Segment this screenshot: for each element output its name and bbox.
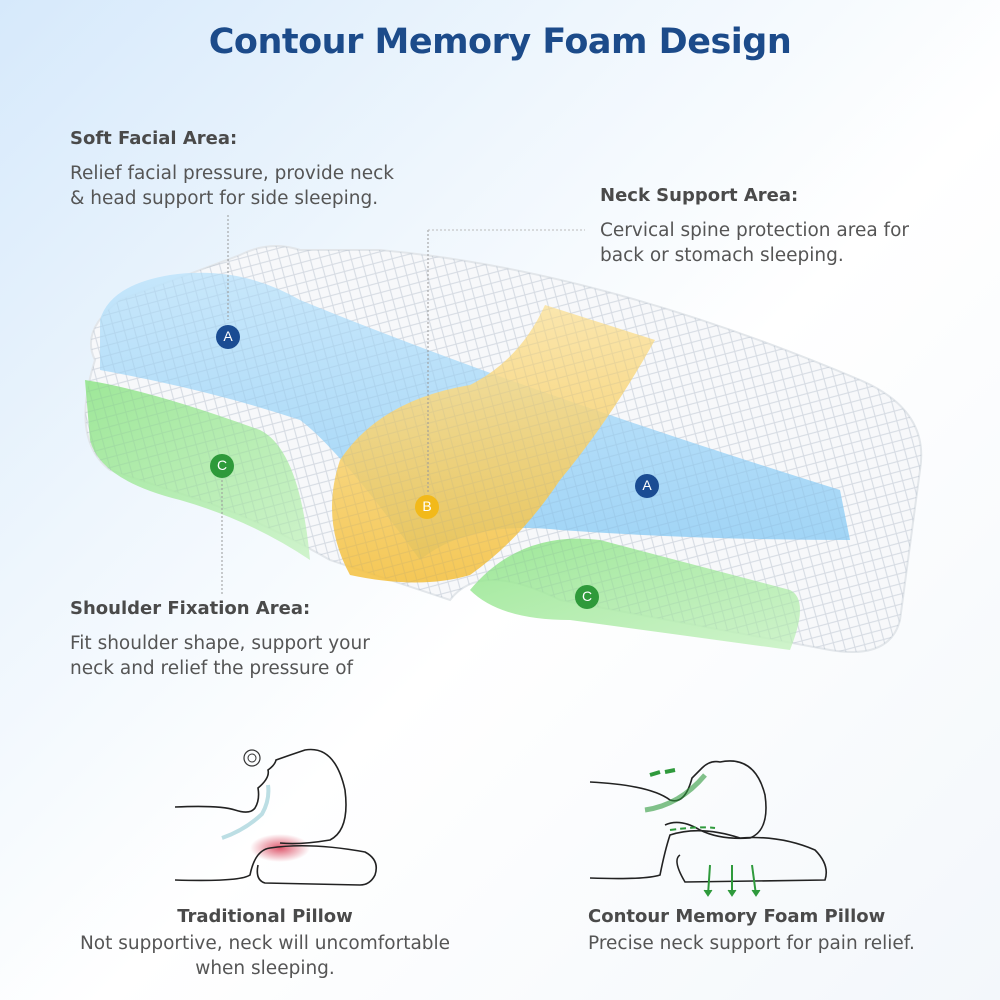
neck-support-line1: Cervical spine protection area for: [600, 220, 909, 241]
neck-support-line2: back or stomach sleeping.: [600, 245, 844, 266]
shoulder-fixation-line2: neck and relief the pressure of: [70, 658, 354, 679]
contour-pillow-heading: Contour Memory Foam Pillow: [588, 906, 886, 927]
traditional-pillow-diagram: [174, 748, 378, 886]
soft-facial-line2: & head support for side sleeping.: [70, 188, 379, 209]
shoulder-fixation-heading: Shoulder Fixation Area:: [70, 598, 311, 619]
soft-facial-heading: Soft Facial Area:: [70, 128, 238, 149]
contour-pillow-line1: Precise neck support for pain relief.: [588, 933, 915, 954]
traditional-pillow-heading: Traditional Pillow: [177, 906, 353, 927]
traditional-pillow-caption: Traditional Pillow Not supportive, neck …: [40, 906, 490, 981]
marker-a-right: A: [634, 473, 660, 504]
marker-c-shoulder-right: C: [574, 584, 600, 615]
marker-b-neck: B: [414, 494, 440, 525]
traditional-pillow-line1: Not supportive, neck will uncomfortable: [79, 933, 451, 954]
pillow-illustration: [84, 215, 923, 653]
contour-pillow-diagram: [589, 760, 828, 897]
soft-facial-area-label: Soft Facial Area: Relief facial pressure…: [70, 128, 394, 211]
soft-facial-line1: Relief facial pressure, provide neck: [70, 163, 394, 184]
neck-support-heading: Neck Support Area:: [600, 185, 799, 206]
marker-c-shoulder-left: C: [209, 453, 235, 484]
contour-pillow-caption: Contour Memory Foam Pillow Precise neck …: [588, 906, 915, 956]
neck-support-area-label: Neck Support Area: Cervical spine protec…: [600, 185, 909, 268]
traditional-pillow-line2: when sleeping.: [195, 958, 335, 979]
page-title: Contour Memory Foam Design: [208, 22, 792, 62]
shoulder-fixation-area-label: Shoulder Fixation Area: Fit shoulder sha…: [70, 598, 370, 681]
marker-a-facial: A: [215, 324, 241, 355]
shoulder-fixation-line1: Fit shoulder shape, support your: [70, 633, 370, 654]
